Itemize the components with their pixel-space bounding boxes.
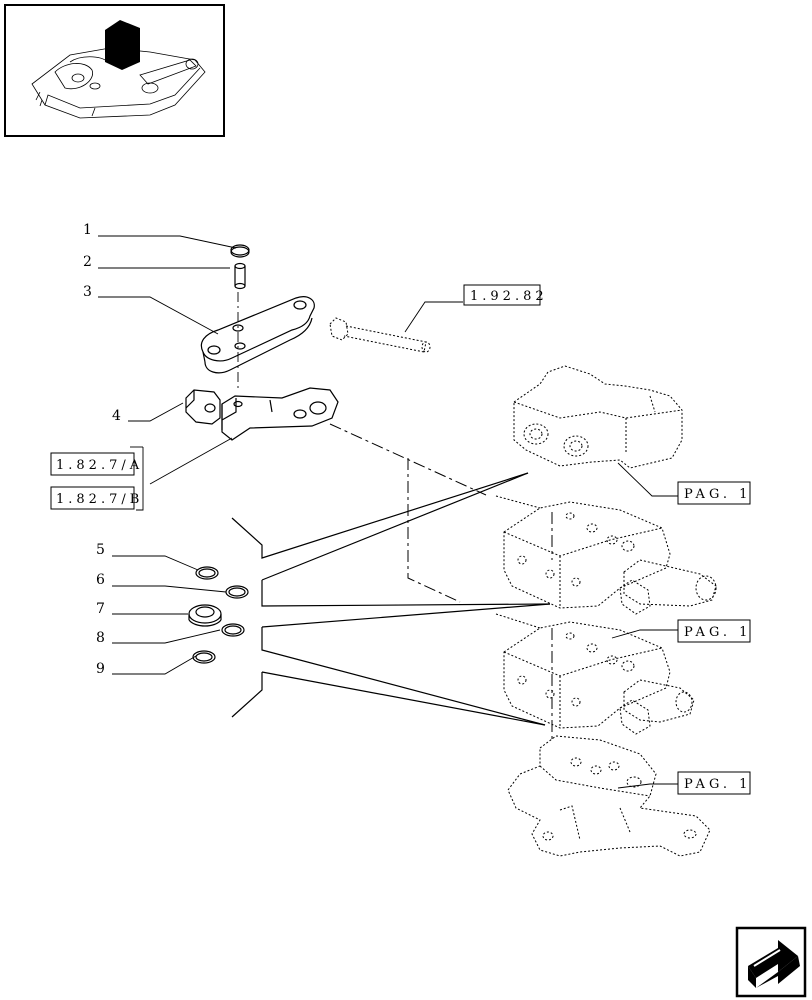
valve-base-plate[interactable] (507, 735, 711, 857)
ref-box-1-92-82[interactable]: 1.92.82 (463, 284, 548, 306)
callout-1: 1 (83, 222, 92, 238)
seal-kit-lines (231, 472, 551, 726)
callout-8: 8 (96, 630, 105, 646)
page-ref-text-2: PAG. 1 (684, 625, 751, 640)
valve-top-cover[interactable] (513, 365, 683, 469)
page-ref-text-1: PAG. 1 (684, 487, 751, 502)
ref-text-1-82-7-a: 1.82.7/A (56, 458, 143, 473)
ref-box-1-82-7-a[interactable]: 1.82.7/A (50, 452, 143, 476)
part-6-o-ring[interactable] (225, 585, 249, 599)
callout-3: 3 (83, 284, 92, 300)
control-valve-section-1[interactable] (495, 495, 717, 615)
page-ref-box-1[interactable]: PAG. 1 (677, 481, 751, 505)
part-5-o-ring[interactable] (195, 566, 219, 580)
threaded-rod[interactable] (329, 317, 431, 353)
lever-arm[interactable] (221, 387, 339, 441)
callout-4: 4 (112, 408, 121, 424)
page-ref-text-3: PAG. 1 (684, 777, 751, 792)
page-ref-box-2[interactable]: PAG. 1 (677, 619, 751, 643)
part-2-pin[interactable] (234, 262, 246, 290)
ref-text-1-82-7-b: 1.82.7/B (56, 492, 143, 507)
callout-9: 9 (96, 661, 105, 677)
next-page-arrow-icon (748, 940, 800, 988)
part-1-circlip[interactable] (230, 244, 250, 258)
callout-2: 2 (83, 254, 92, 270)
control-valve-section-2[interactable] (495, 613, 695, 735)
leader-lines (98, 235, 678, 789)
next-page-button[interactable] (735, 926, 807, 998)
part-9-o-ring[interactable] (192, 650, 216, 664)
assembly-guide-lines (329, 423, 553, 740)
callout-6: 6 (96, 572, 105, 588)
part-7-backup-ring[interactable] (188, 604, 222, 627)
thumbnail-box[interactable] (4, 4, 225, 137)
callout-5: 5 (96, 542, 105, 558)
callout-7: 7 (96, 601, 105, 617)
part-3-lever[interactable] (200, 296, 315, 374)
ref-box-1-82-7-b[interactable]: 1.82.7/B (50, 486, 143, 510)
page-ref-box-3[interactable]: PAG. 1 (677, 771, 751, 795)
part-4-bracket[interactable] (185, 389, 221, 425)
highlight-block (105, 20, 140, 70)
part-8-o-ring[interactable] (221, 623, 245, 637)
ref-text-1-92-82: 1.92.82 (470, 289, 548, 304)
